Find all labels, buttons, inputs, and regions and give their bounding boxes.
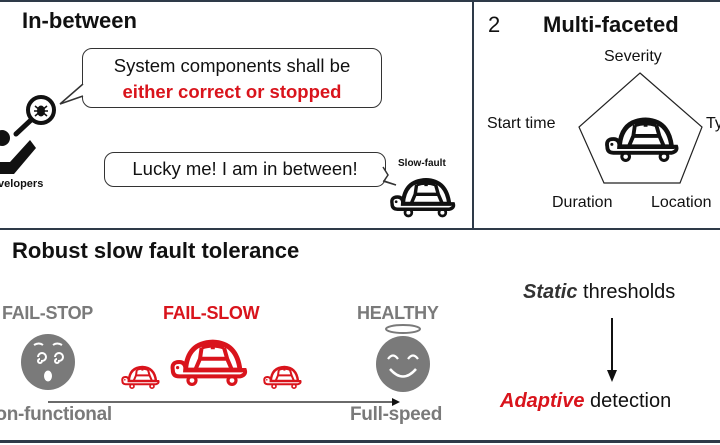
bubble-text-emphasis: either correct or stopped — [122, 81, 342, 102]
panel-number: 2 — [488, 12, 501, 37]
axis-label-full-speed: Full-speed — [350, 404, 443, 425]
magnifier-bug-icon — [13, 95, 56, 137]
state-healthy: HEALTHY — [357, 303, 439, 323]
adaptive-rest: detection — [584, 390, 672, 412]
panel-title: Robust slow fault tolerance — [12, 238, 300, 263]
turtle-small-icon — [120, 365, 160, 390]
adaptive-word: Adaptive — [500, 390, 585, 412]
top-border — [0, 0, 720, 2]
vertical-divider — [472, 0, 474, 229]
panel-title: In-between — [22, 8, 137, 33]
panel-title: Multi-faceted — [543, 12, 679, 37]
developers-label: Developers — [0, 178, 44, 190]
pentagon-shape — [578, 72, 703, 184]
bubble-tail — [59, 83, 84, 105]
facet-duration: Duration — [552, 194, 613, 211]
facet-type: Type — [706, 115, 720, 132]
static-word: Static — [523, 281, 578, 303]
axis-label-non-functional: Non-functional — [0, 404, 112, 425]
developer-person-icon — [0, 130, 36, 174]
state-fail-stop: FAIL-STOP — [2, 303, 93, 323]
facet-start-time: Start time — [487, 115, 556, 132]
horizontal-divider — [0, 228, 720, 230]
speech-bubble-slow-fault: Lucky me! I am in between! — [104, 152, 386, 187]
slow-fault-label: Slow-fault — [398, 158, 446, 169]
bubble-text: System components shall be — [113, 55, 351, 76]
static-rest: thresholds — [577, 281, 676, 303]
bubble-text: Lucky me! I am in between! — [132, 158, 358, 179]
static-thresholds-label: Static thresholds — [523, 281, 675, 304]
turtle-small-icon — [262, 365, 302, 390]
down-arrow — [607, 318, 617, 382]
turtle-icon — [602, 116, 680, 162]
facet-severity: Severity — [604, 48, 662, 65]
facet-location: Location — [651, 194, 712, 211]
panel-multi-faceted: 2 Multi-faceted Severity Start time Type… — [474, 2, 720, 228]
adaptive-detection-label: Adaptive detection — [500, 390, 671, 413]
bubble-tail — [382, 166, 397, 186]
speech-bubble-developers: System components shall be either correc… — [82, 48, 382, 108]
state-fail-slow: FAIL-SLOW — [163, 303, 260, 323]
bottom-border — [0, 440, 720, 443]
happy-angel-face-icon — [376, 324, 430, 392]
turtle-large-icon — [168, 338, 248, 386]
turtle-icon — [388, 176, 456, 218]
dizzy-face-icon — [21, 334, 75, 390]
speed-axis-arrow — [48, 398, 400, 406]
